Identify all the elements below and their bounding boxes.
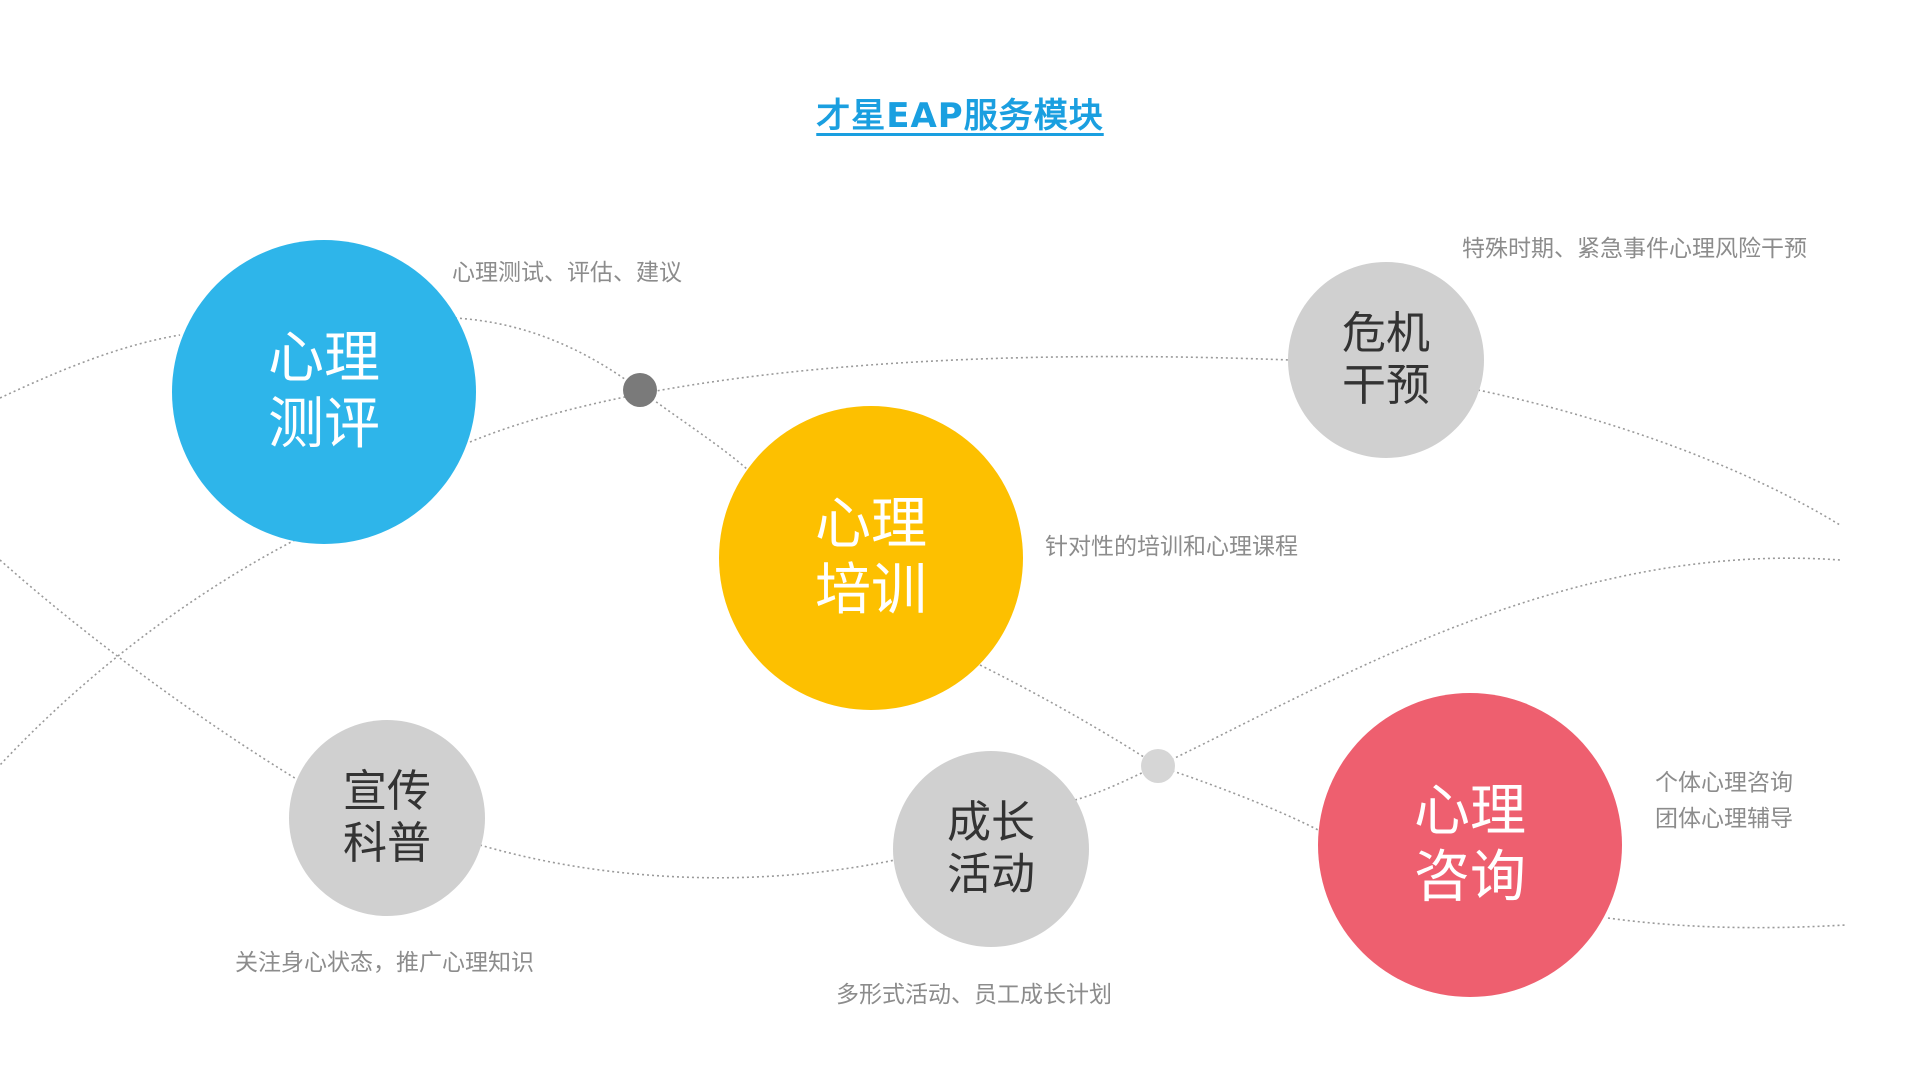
curve-connector-to-counseling xyxy=(1157,765,1323,833)
module-crisis-line1: 危机 xyxy=(1342,308,1430,360)
module-training-description: 针对性的培训和心理课程 xyxy=(1045,534,1298,560)
connector-dot-lower xyxy=(1141,749,1175,783)
module-counseling-description: 个体心理咨询 团体心理辅导 xyxy=(1655,766,1793,837)
module-counseling-description-line2: 团体心理辅导 xyxy=(1655,805,1793,832)
module-counseling-line2: 咨询 xyxy=(1414,845,1526,910)
module-promotion-line2: 科普 xyxy=(343,818,431,869)
curve-promotion-to-growth xyxy=(479,844,896,879)
module-growth-description: 多形式活动、员工成长计划 xyxy=(836,982,1112,1008)
module-assessment-line1: 心理 xyxy=(268,325,380,391)
curve-left-to-promotion xyxy=(0,559,299,781)
module-training-line1: 心理 xyxy=(815,491,927,557)
module-crisis-line2: 干预 xyxy=(1342,360,1430,411)
module-assessment-line2: 测评 xyxy=(268,392,380,457)
page-title: 才星EAP服务模块 xyxy=(816,96,1104,136)
curve-connector-to-training xyxy=(639,389,749,471)
curve-left-top xyxy=(0,334,181,399)
module-counseling-line1: 心理 xyxy=(1414,778,1526,844)
curve-assessment-to-bottom-left xyxy=(0,539,296,766)
module-growth-circle[interactable]: 成长 活动 xyxy=(893,751,1089,947)
module-counseling-description-line1: 个体心理咨询 xyxy=(1655,770,1793,796)
module-assessment-description: 心理测试、评估、建议 xyxy=(452,260,682,286)
module-counseling-circle[interactable]: 心理 咨询 xyxy=(1318,693,1622,997)
curve-growth-to-connector xyxy=(1074,765,1159,801)
curve-training-to-connector xyxy=(979,664,1159,767)
module-growth-line2: 活动 xyxy=(947,849,1035,900)
module-crisis-description: 特殊时期、紧急事件心理风险干预 xyxy=(1462,236,1807,262)
module-promotion-circle[interactable]: 宣传 科普 xyxy=(289,720,485,916)
module-promotion-description: 关注身心状态，推广心理知识 xyxy=(235,950,534,976)
curve-crisis-to-right xyxy=(1477,389,1841,526)
curve-counseling-to-right xyxy=(1607,917,1846,929)
module-growth-line1: 成长 xyxy=(947,797,1035,849)
module-assessment-circle[interactable]: 心理 测评 xyxy=(172,240,476,544)
module-training-circle[interactable]: 心理 培训 xyxy=(719,406,1023,710)
module-training-line2: 培训 xyxy=(815,558,927,623)
module-promotion-line1: 宣传 xyxy=(343,766,431,818)
module-crisis-circle[interactable]: 危机 干预 xyxy=(1288,262,1484,458)
curve-assessment-to-connector xyxy=(454,317,641,391)
connector-dot-upper xyxy=(623,373,657,407)
